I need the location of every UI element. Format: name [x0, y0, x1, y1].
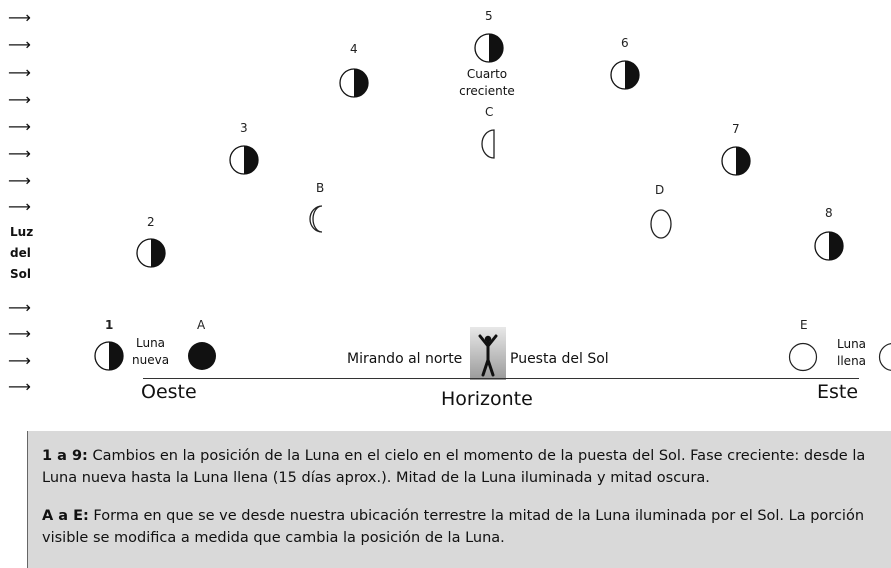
right-arrow-icon: ⟶: [8, 200, 31, 214]
first-quarter-label: Cuarto creciente: [452, 66, 522, 100]
full-moon-label-line: Luna: [837, 336, 866, 353]
first-quarter-moon-icon: [721, 146, 751, 176]
right-arrow-icon: ⟶: [8, 38, 31, 52]
right-arrow-icon: ⟶: [8, 120, 31, 134]
right-arrow-icon: ⟶: [8, 327, 31, 341]
new-moon-icon: [187, 341, 217, 371]
right-arrow-icon: ⟶: [8, 174, 31, 188]
half-moon-icon: [478, 128, 500, 160]
explanation-paragraph-1: 1 a 9: Cambios en la posición de la Luna…: [42, 445, 891, 489]
full-moon-icon: [878, 342, 891, 372]
full-moon-icon: [788, 342, 818, 372]
moon-number-label: 7: [732, 122, 740, 136]
sunlight-label-line: Sol: [10, 264, 33, 285]
person-silhouette-icon: [470, 327, 506, 380]
phase-letter-label: C: [485, 105, 493, 119]
right-arrow-icon: ⟶: [8, 147, 31, 161]
moon-number-label: 1: [105, 318, 113, 332]
sunlight-label-line: Luz: [10, 222, 33, 243]
sunset-label: Puesta del Sol: [510, 351, 609, 367]
west-label: Oeste: [141, 381, 197, 403]
phase-letter-label: B: [316, 181, 324, 195]
moon-number-label: 5: [485, 9, 493, 23]
phase-letter-label: E: [800, 318, 808, 332]
first-quarter-moon-icon: [339, 68, 369, 98]
moon-number-label: 8: [825, 206, 833, 220]
right-arrow-icon: ⟶: [8, 380, 31, 394]
right-arrow-icon: ⟶: [8, 93, 31, 107]
explanation-paragraph-2-title: A a E:: [42, 508, 89, 524]
explanation-paragraph-1-title: 1 a 9:: [42, 448, 88, 464]
first-quarter-moon-icon: [814, 231, 844, 261]
moon-number-label: 4: [350, 42, 358, 56]
new-moon-label-line: Luna: [132, 335, 169, 352]
first-quarter-label-line: creciente: [452, 83, 522, 100]
first-quarter-moon-icon: [610, 60, 640, 90]
looking-north-label: Mirando al norte: [347, 351, 462, 367]
first-quarter-label-line: Cuarto: [452, 66, 522, 83]
right-arrow-icon: ⟶: [8, 11, 31, 25]
east-label: Este: [817, 381, 858, 403]
moon-number-label: 2: [147, 215, 155, 229]
phase-letter-label: A: [197, 318, 205, 332]
right-arrow-icon: ⟶: [8, 301, 31, 315]
explanation-paragraph-1-text: Cambios en la posición de la Luna en el …: [42, 448, 865, 486]
first-quarter-moon-icon: [94, 341, 124, 371]
phase-letter-label: D: [655, 183, 664, 197]
sunlight-label-line: del: [10, 243, 33, 264]
right-arrow-icon: ⟶: [8, 354, 31, 368]
first-quarter-moon-icon: [136, 238, 166, 268]
right-arrow-icon: ⟶: [8, 66, 31, 80]
full-moon-label-line: llena: [837, 353, 866, 370]
crescent-moon-icon: [305, 204, 331, 234]
gibbous-moon-icon: [648, 207, 674, 241]
moon-number-label: 6: [621, 36, 629, 50]
first-quarter-moon-icon: [474, 33, 504, 63]
horizon-label: Horizonte: [441, 388, 533, 410]
explanation-box: 1 a 9: Cambios en la posición de la Luna…: [27, 431, 891, 568]
full-moon-label: Luna llena: [837, 336, 866, 370]
horizon-line: [143, 378, 859, 379]
new-moon-label: Luna nueva: [132, 335, 169, 369]
moon-number-label: 3: [240, 121, 248, 135]
explanation-paragraph-2-text: Forma en que se ve desde nuestra ubicaci…: [42, 508, 864, 546]
sunlight-label: Luz del Sol: [10, 222, 33, 285]
first-quarter-moon-icon: [229, 145, 259, 175]
explanation-paragraph-2: A a E: Forma en que se ve desde nuestra …: [42, 505, 891, 549]
new-moon-label-line: nueva: [132, 352, 169, 369]
